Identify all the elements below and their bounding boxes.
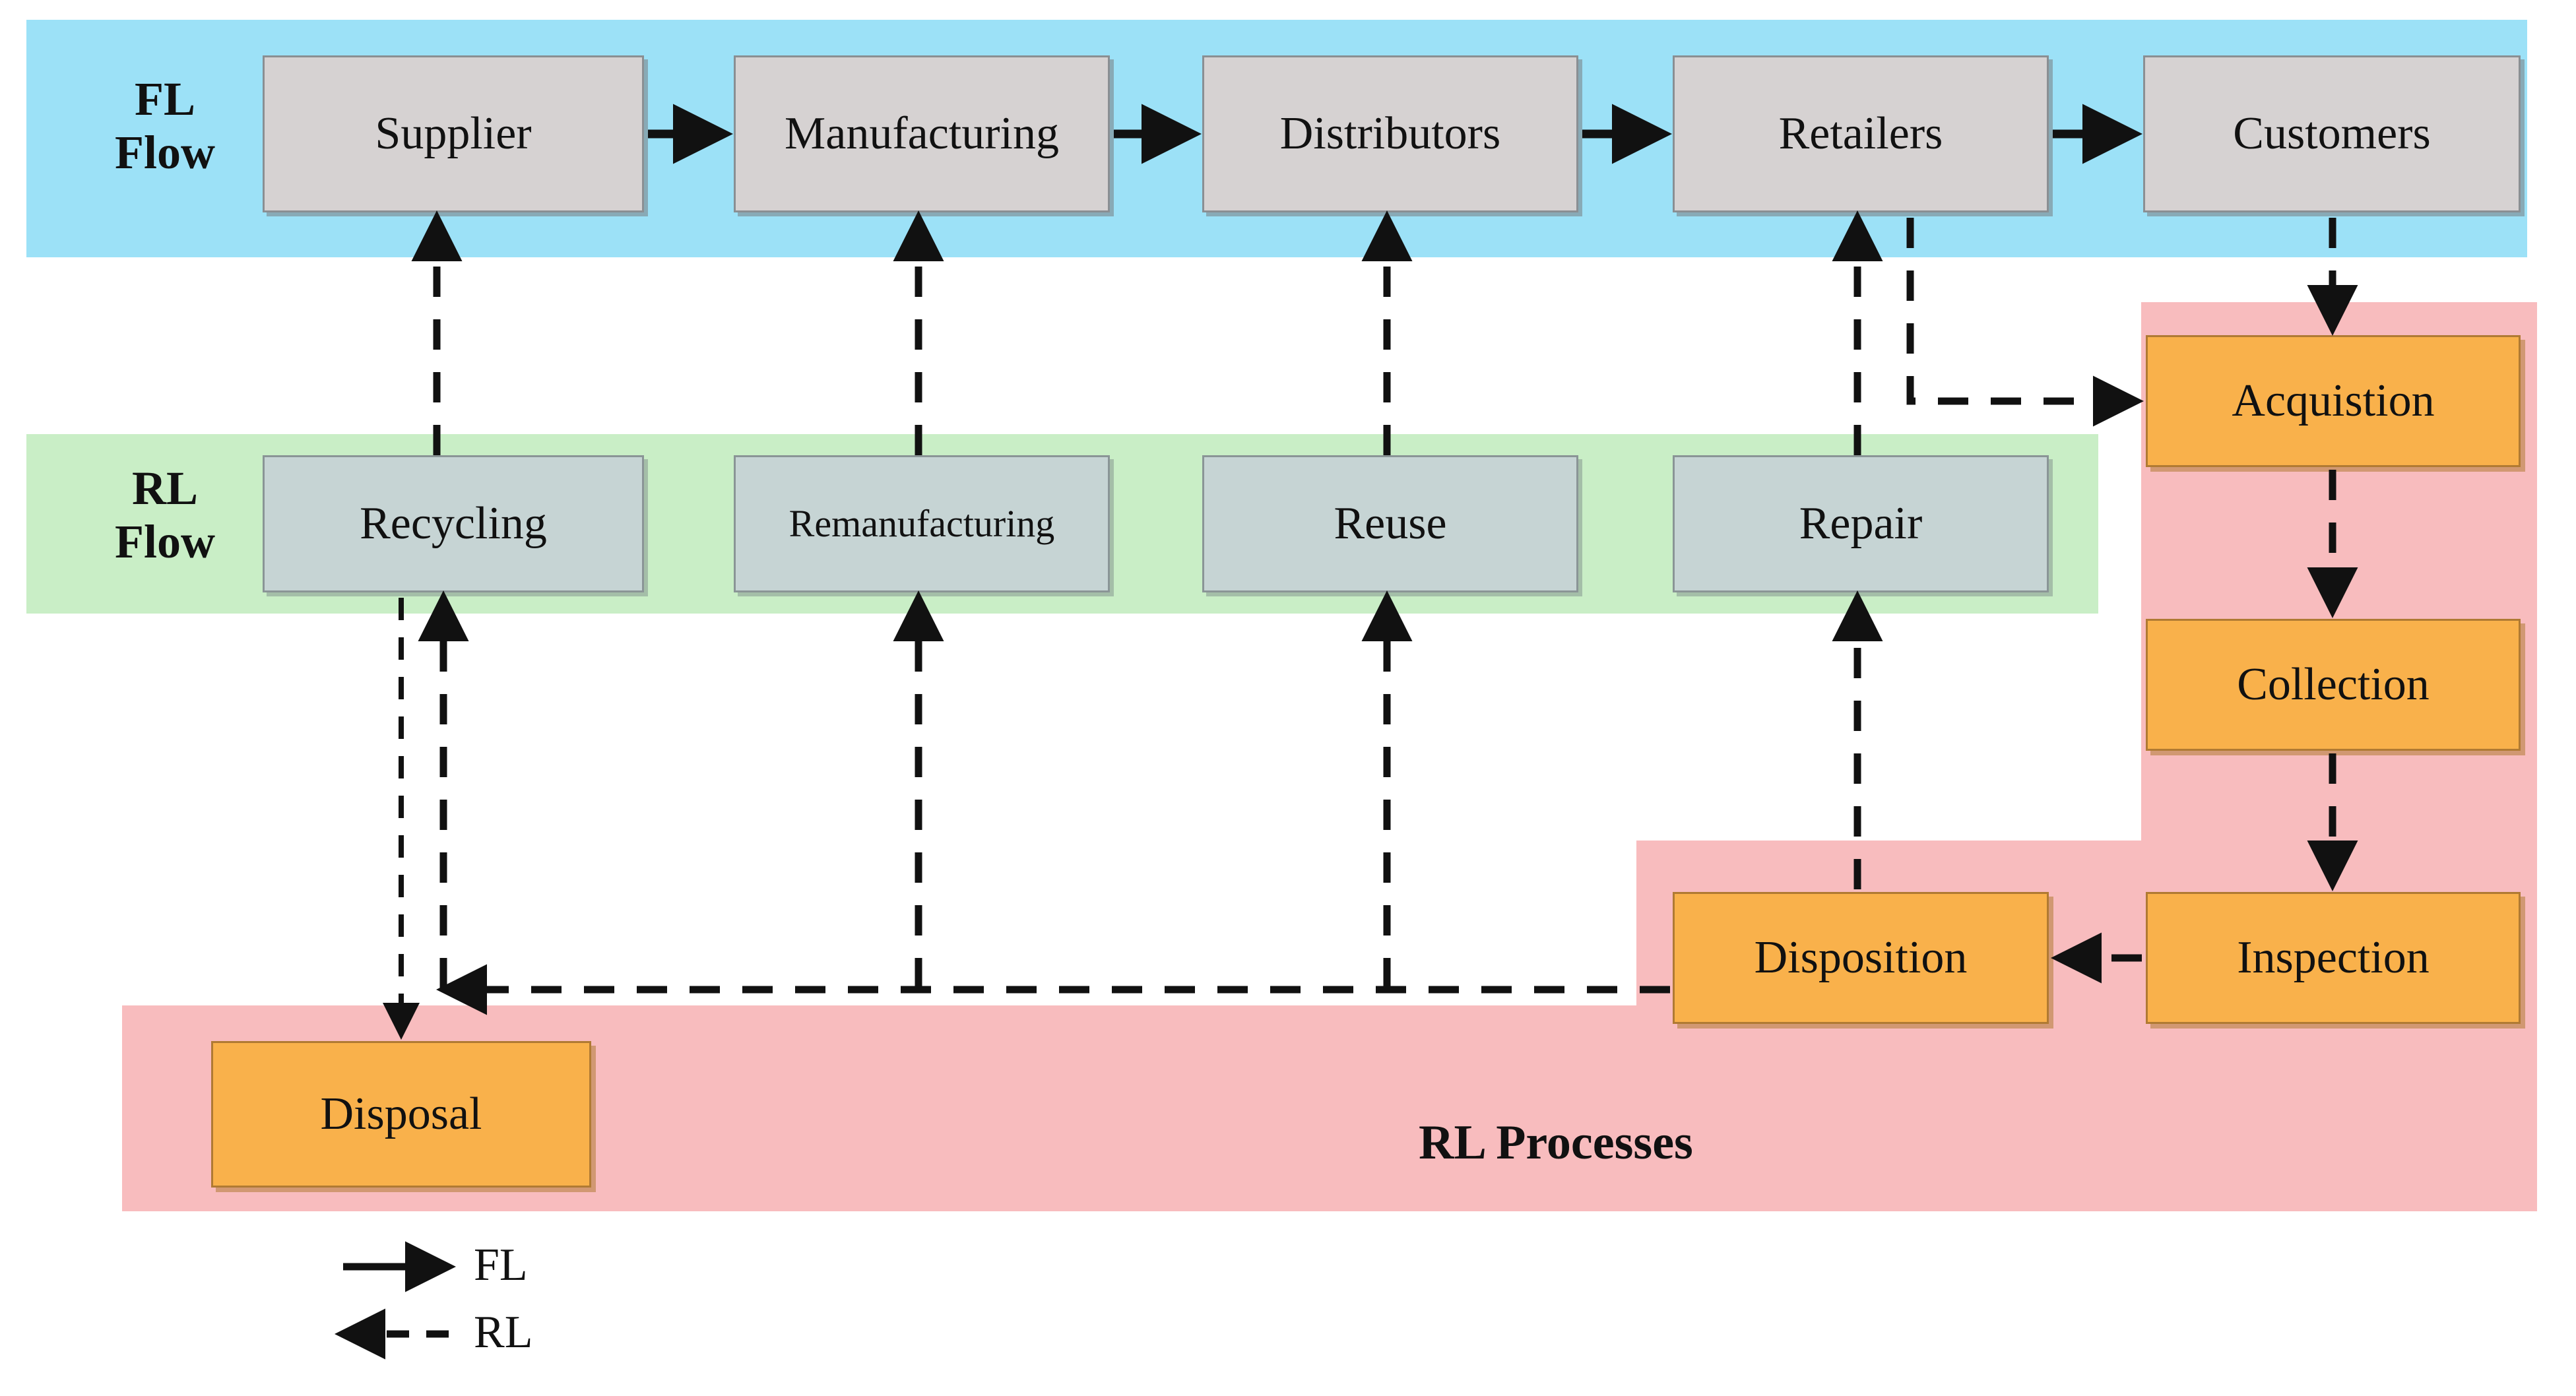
node-repair-label: Repair <box>1799 498 1923 550</box>
node-recycling-label: Recycling <box>360 498 547 550</box>
node-reuse-label: Reuse <box>1334 498 1447 550</box>
node-customers-label: Customers <box>2233 108 2431 160</box>
node-supplier-label: Supplier <box>375 108 532 160</box>
node-reuse[interactable]: Reuse <box>1202 455 1578 592</box>
node-manufacturing-label: Manufacturing <box>785 108 1059 160</box>
node-retailers-label: Retailers <box>1778 108 1943 160</box>
node-remanufacturing[interactable]: Remanufacturing <box>734 455 1110 592</box>
node-collection[interactable]: Collection <box>2146 619 2521 751</box>
rl-flow-band-label: RL Flow <box>115 462 215 568</box>
node-disposition-label: Disposition <box>1754 932 1968 984</box>
node-disposition[interactable]: Disposition <box>1673 892 2049 1024</box>
node-distributors-label: Distributors <box>1279 108 1501 160</box>
rl-processes-band-label: RL Processes <box>1419 1116 1693 1170</box>
node-inspection-label: Inspection <box>2237 932 2430 984</box>
node-acquistion-label: Acquistion <box>2232 375 2435 427</box>
node-inspection[interactable]: Inspection <box>2146 892 2521 1024</box>
node-recycling[interactable]: Recycling <box>263 455 644 592</box>
legend-rl-label: RL <box>474 1307 533 1358</box>
node-remanufacturing-label: Remanufacturing <box>789 501 1055 545</box>
node-disposal-label: Disposal <box>320 1089 482 1140</box>
node-acquistion[interactable]: Acquistion <box>2146 335 2521 467</box>
node-customers[interactable]: Customers <box>2143 55 2521 212</box>
node-manufacturing[interactable]: Manufacturing <box>734 55 1110 212</box>
legend-fl-label: FL <box>474 1240 528 1290</box>
node-repair[interactable]: Repair <box>1673 455 2049 592</box>
node-collection-label: Collection <box>2237 659 2430 711</box>
node-disposal[interactable]: Disposal <box>211 1041 591 1188</box>
node-retailers[interactable]: Retailers <box>1673 55 2049 212</box>
fl-flow-band-label: FL Flow <box>115 73 215 179</box>
node-supplier[interactable]: Supplier <box>263 55 644 212</box>
node-distributors[interactable]: Distributors <box>1202 55 1578 212</box>
